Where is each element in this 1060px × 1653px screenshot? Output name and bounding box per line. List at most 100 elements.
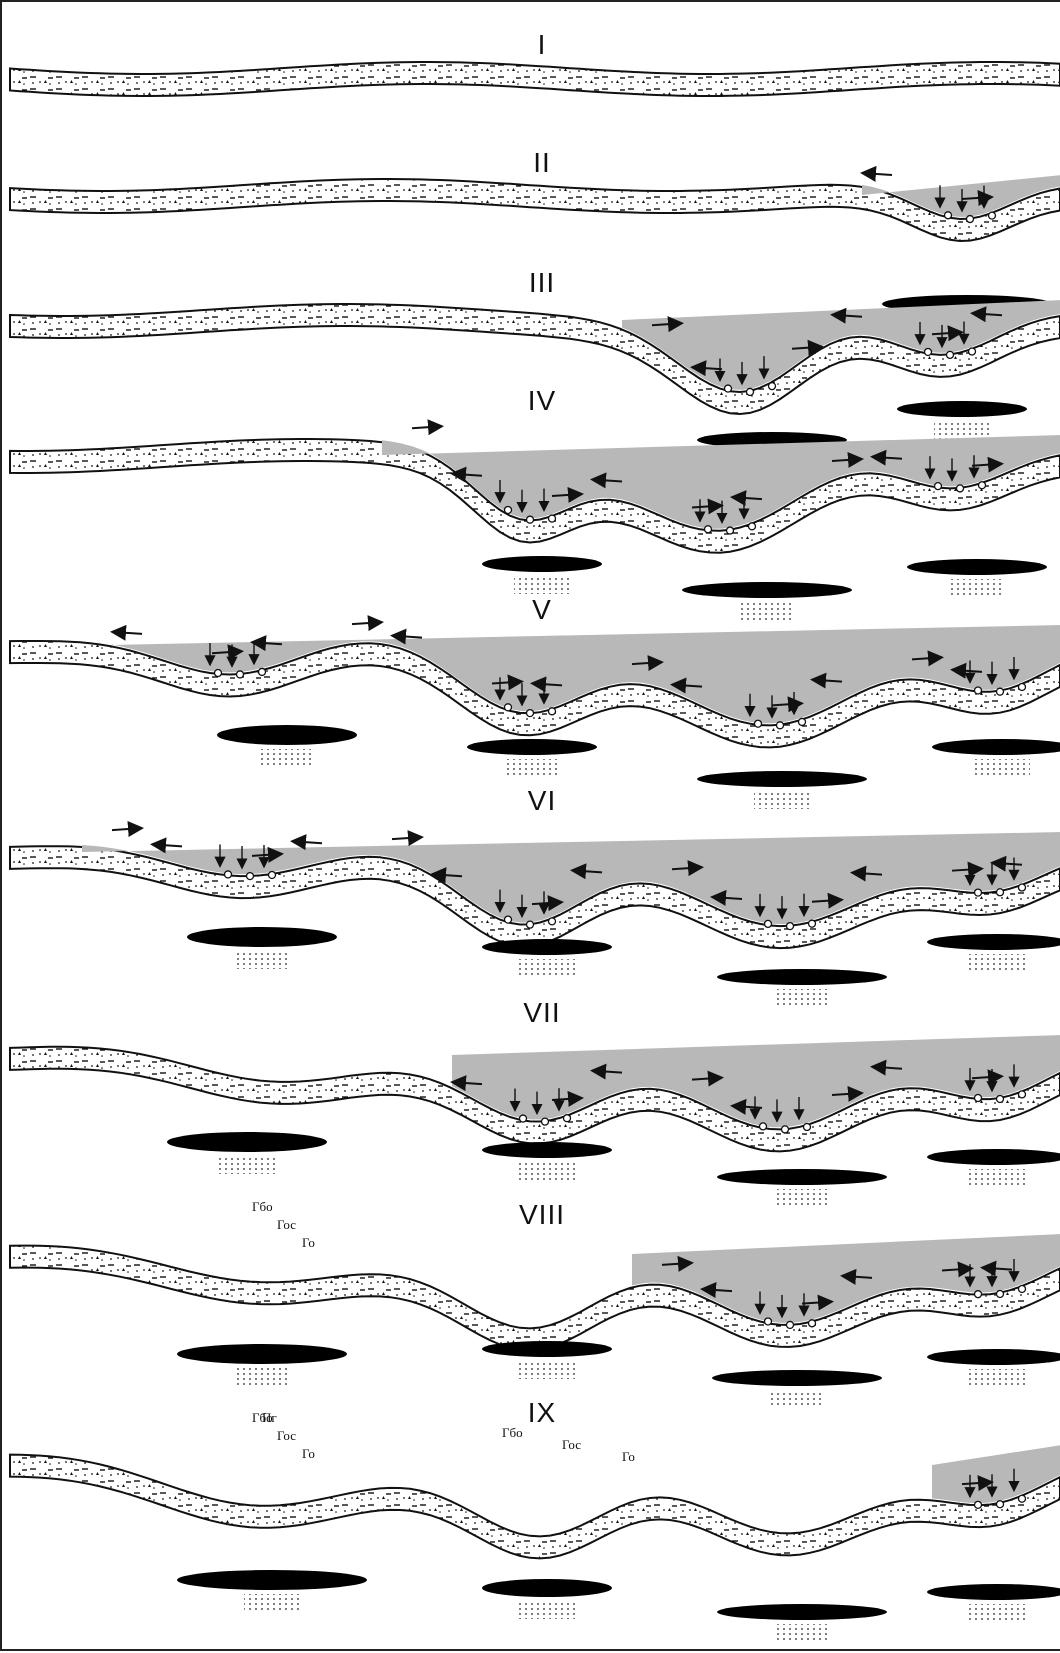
dispersion-halo (969, 1604, 1025, 1622)
dispersion-halo (739, 602, 795, 620)
dispersion-halo (519, 1601, 575, 1619)
sediment-layer (10, 62, 1060, 96)
nodule (769, 383, 776, 390)
stage-1: I (10, 29, 1060, 96)
sediment-layer (10, 1455, 1060, 1559)
nodule (975, 1291, 982, 1298)
ore-body (467, 739, 597, 755)
flow-arrow (352, 622, 382, 624)
flow-arrow (292, 841, 322, 843)
dispersion-halo (519, 959, 575, 977)
zone-label: Гос (277, 1428, 296, 1443)
dispersion-halo (774, 1624, 830, 1642)
ore-body (907, 559, 1047, 575)
ore-body (717, 969, 887, 985)
nodule (975, 1095, 982, 1102)
nodule (549, 918, 556, 925)
flow-arrow (112, 632, 142, 634)
nodule (997, 688, 1004, 695)
ore-body (697, 771, 867, 787)
nodule (725, 385, 732, 392)
nodule (765, 920, 772, 927)
nodule (549, 515, 556, 522)
ore-body (482, 939, 612, 955)
dispersion-halo (519, 1361, 575, 1379)
zone-label: Гбо (502, 1425, 523, 1440)
nodule (542, 1118, 549, 1125)
dispersion-halo (934, 421, 990, 439)
nodule (997, 1501, 1004, 1508)
dispersion-halo (754, 791, 810, 809)
nodule (564, 1115, 571, 1122)
nodule (527, 710, 534, 717)
nodule (215, 670, 222, 677)
nodule (997, 889, 1004, 896)
nodule (765, 1318, 772, 1325)
dispersion-halo (949, 579, 1005, 597)
flow-arrow (112, 828, 142, 830)
ore-body (217, 725, 357, 745)
ore-body (712, 1370, 882, 1386)
nodule (975, 1501, 982, 1508)
flow-arrow (412, 426, 442, 428)
flow-arrow (862, 173, 892, 175)
nodule (237, 671, 244, 678)
stage-label: VI (528, 785, 556, 816)
dispersion-halo (234, 1368, 290, 1386)
zone-label: Гбо (252, 1199, 273, 1214)
nodule (247, 873, 254, 880)
ore-body (927, 1584, 1060, 1600)
stage-label: IV (528, 385, 556, 416)
nodule (705, 526, 712, 533)
nodule (520, 1115, 527, 1122)
ore-body (897, 401, 1027, 417)
nodule (777, 722, 784, 729)
nodule (957, 485, 964, 492)
stage-label: VII (523, 997, 560, 1028)
stage-label: V (532, 594, 552, 625)
nodule (787, 923, 794, 930)
zone-label: Гос (277, 1217, 296, 1232)
nodule (269, 871, 276, 878)
zone-label: Го (302, 1235, 315, 1250)
ore-body (177, 1344, 347, 1364)
dispersion-halo (514, 576, 570, 594)
nodule (799, 718, 806, 725)
ore-body (682, 582, 852, 598)
dispersion-halo (969, 1169, 1025, 1187)
ore-body (482, 1579, 612, 1597)
nodule (727, 527, 734, 534)
dispersion-halo (774, 1189, 830, 1207)
nodule (505, 506, 512, 513)
stage-7: VII (10, 997, 1060, 1207)
dispersion-halo (969, 954, 1025, 972)
stage-label: I (538, 29, 547, 60)
nodule (749, 523, 756, 530)
stage-5: V (10, 594, 1060, 809)
nodule (549, 708, 556, 715)
nodule (804, 1124, 811, 1131)
dispersion-halo (234, 951, 290, 969)
ore-body (927, 1149, 1060, 1165)
nodule (1019, 1285, 1026, 1292)
dispersion-halo (244, 1594, 300, 1612)
ore-body (167, 1132, 327, 1152)
stage-label: III (529, 267, 555, 298)
nodule (782, 1126, 789, 1133)
nodule (527, 516, 534, 523)
ore-body (177, 1570, 367, 1590)
nodule (1019, 1091, 1026, 1098)
dispersion-halo (219, 1156, 275, 1174)
nodule (935, 483, 942, 490)
nodule (979, 482, 986, 489)
nodule (925, 348, 932, 355)
dispersion-halo (769, 1390, 825, 1408)
nodule (505, 704, 512, 711)
flow-arrow (392, 837, 422, 839)
nodule (947, 351, 954, 358)
nodule (747, 388, 754, 395)
nodule (945, 212, 952, 219)
